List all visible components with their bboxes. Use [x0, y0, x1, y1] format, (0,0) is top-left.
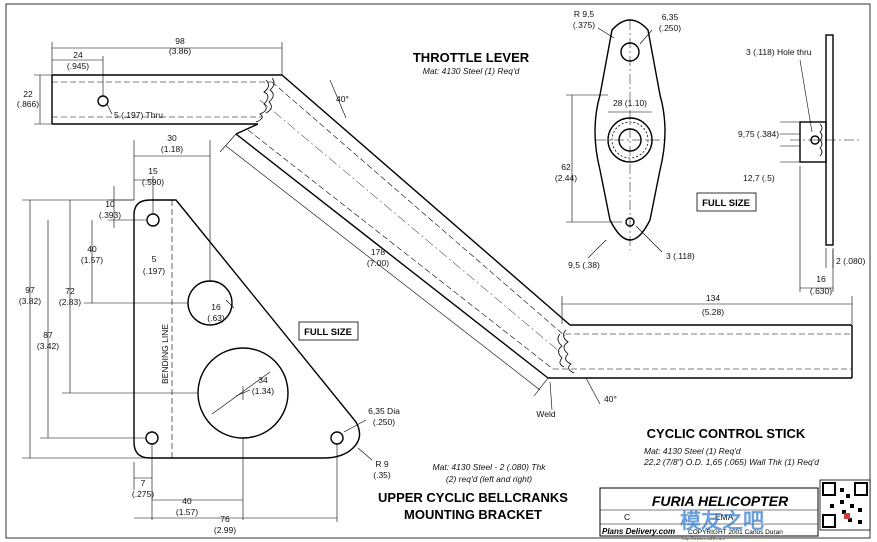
- bracket-dim-87-mm: 87: [43, 330, 53, 340]
- cyclic-stick-drawing: [34, 42, 853, 411]
- throttle-dim-16-in: (.630): [810, 286, 832, 296]
- throttle-full-size-box: [696, 192, 757, 212]
- bracket-dim-97-in: (3.82): [19, 296, 41, 306]
- bracket-title-1: UPPER CYCLIC BELLCRANKS: [378, 490, 568, 505]
- stick-dim-angle-top: 40°: [336, 94, 349, 104]
- throttle-dim-r95-in: (.375): [573, 20, 595, 30]
- cyclic-stick-material-1: Mat: 4130 Steel (1) Req'd: [644, 446, 741, 456]
- bracket-dim-76-in: (2.99): [214, 525, 236, 535]
- bracket-dim-76-mm: 76: [220, 514, 230, 524]
- title-block-row2a: C: [624, 512, 630, 522]
- watermark-text: 模友之吧: [680, 509, 764, 533]
- throttle-dim-635-mm: 6,35: [662, 12, 679, 22]
- stick-dim-98-mm: 98: [175, 36, 185, 46]
- bracket-dim-30-in: (1.18): [161, 144, 183, 154]
- throttle-lever-material: Mat: 4130 Steel (1) Req'd: [423, 66, 520, 76]
- bracket-dim-r9-in: (.35): [373, 470, 391, 480]
- stick-dim-24-in: (.945): [67, 61, 89, 71]
- sheet-border: [5, 3, 871, 539]
- bracket-dim-10-mm: 10: [105, 199, 115, 209]
- bracket-title-2: MOUNTING BRACKET: [404, 507, 542, 522]
- bracket-dim-30-mm: 30: [167, 133, 177, 143]
- bracket-dim-72-mm: 72: [65, 286, 75, 296]
- bracket-dim-7-mm: 7: [141, 478, 146, 488]
- throttle-dim-thk: 2 (.080): [836, 256, 865, 266]
- throttle-dim-62-mm: 62: [561, 162, 571, 172]
- throttle-dim-hole: 3 (.118): [666, 251, 695, 261]
- bracket-dim-r9-mm: R 9: [375, 459, 389, 469]
- throttle-full-size-label: FULL SIZE: [702, 198, 750, 209]
- bracket-material-2: (2) req'd (left and right): [446, 474, 532, 484]
- bracket-dim-635-in: (.250): [373, 417, 395, 427]
- throttle-dim-r95-mm: R 9,5: [574, 9, 595, 19]
- throttle-dim-28: 28 (1.10): [613, 98, 647, 108]
- bracket-full-size-box: [298, 321, 359, 341]
- stick-dim-134-in: (5.28): [702, 307, 724, 317]
- throttle-dim-boss: 9,75 (.384): [738, 129, 779, 139]
- title-block-footer: Plans Delivery.com: [602, 527, 675, 536]
- throttle-dim-16-mm: 16: [816, 274, 826, 284]
- throttle-lever-title: THROTTLE LEVER: [413, 50, 530, 65]
- stick-dim-134-mm: 134: [706, 293, 720, 303]
- stick-dim-178-in: (7.00): [367, 258, 389, 268]
- title-block-brand: FURIA HELICOPTER: [652, 493, 789, 509]
- bracket-dim-34-mm: 34: [258, 375, 268, 385]
- stick-dim-24-mm: 24: [73, 50, 83, 60]
- bracket-dim-40h-mm: 40: [182, 496, 192, 506]
- cyclic-stick-title: CYCLIC CONTROL STICK: [647, 426, 806, 441]
- bracket-dim-10-in: (.393): [99, 210, 121, 220]
- throttle-dim-635-in: (.250): [659, 23, 681, 33]
- bracket-dim-15-in: (.590): [142, 177, 164, 187]
- bracket-dim-635-mm: 6,35 Dia: [368, 406, 400, 416]
- bracket-bend-line: BENDING LINE: [160, 324, 170, 384]
- throttle-dim-boss2: 12,7 (.5): [743, 173, 775, 183]
- qr-code-icon: [819, 479, 871, 531]
- throttle-dim-r2: 9,5 (.38): [568, 260, 600, 270]
- title-block-row2b: EMA: [715, 512, 734, 522]
- bracket-drawing: [22, 140, 373, 522]
- throttle-lever-drawing: [566, 19, 860, 292]
- stick-dim-weld: Weld: [536, 409, 555, 419]
- bracket-dim-40v-mm: 40: [87, 244, 97, 254]
- stick-dim-thru-hole: 5 (.197) Thru: [114, 110, 163, 120]
- stick-dim-98-in: (3.86): [169, 46, 191, 56]
- stick-dim-22-in: (.866): [17, 99, 39, 109]
- cyclic-stick-material-2: 22,2 (7/8") O.D. 1,65 (.065) Wall Thk (1…: [643, 457, 819, 467]
- stick-dim-angle-bottom: 40°: [604, 394, 617, 404]
- bracket-dim-34-in: (1.34): [252, 386, 274, 396]
- bracket-dim-40h-in: (1.57): [176, 507, 198, 517]
- bracket-dim-5-mm: 5: [152, 254, 157, 264]
- throttle-dim-62-in: (2.44): [555, 173, 577, 183]
- bracket-dim-5-in: (.197): [143, 266, 165, 276]
- bracket-dim-72-in: (2.83): [59, 297, 81, 307]
- stick-dim-178-mm: 178: [371, 247, 385, 257]
- bracket-dim-97-mm: 97: [25, 285, 35, 295]
- bracket-dim-16-mm: 16: [211, 302, 221, 312]
- throttle-dim-side-hole: 3 (.118) Hole thru: [746, 47, 812, 57]
- bracket-dim-40v-in: (1.57): [81, 255, 103, 265]
- title-block-copyright: COPYRIGHT 2001 Carlos Duran: [688, 529, 783, 536]
- bracket-full-size-label: FULL SIZE: [304, 327, 352, 338]
- bracket-dim-16-in: (.63): [207, 313, 225, 323]
- bracket-material-1: Mat: 4130 Steel - 2 (.080) Thk: [433, 462, 547, 472]
- bracket-dim-7-in: (.275): [132, 489, 154, 499]
- bracket-dim-87-in: (3.42): [37, 341, 59, 351]
- stick-dim-22-mm: 22: [23, 89, 33, 99]
- title-block: [599, 487, 819, 537]
- title-block-url: http://www.mo28.com: [682, 536, 725, 541]
- bracket-dim-15-mm: 15: [148, 166, 158, 176]
